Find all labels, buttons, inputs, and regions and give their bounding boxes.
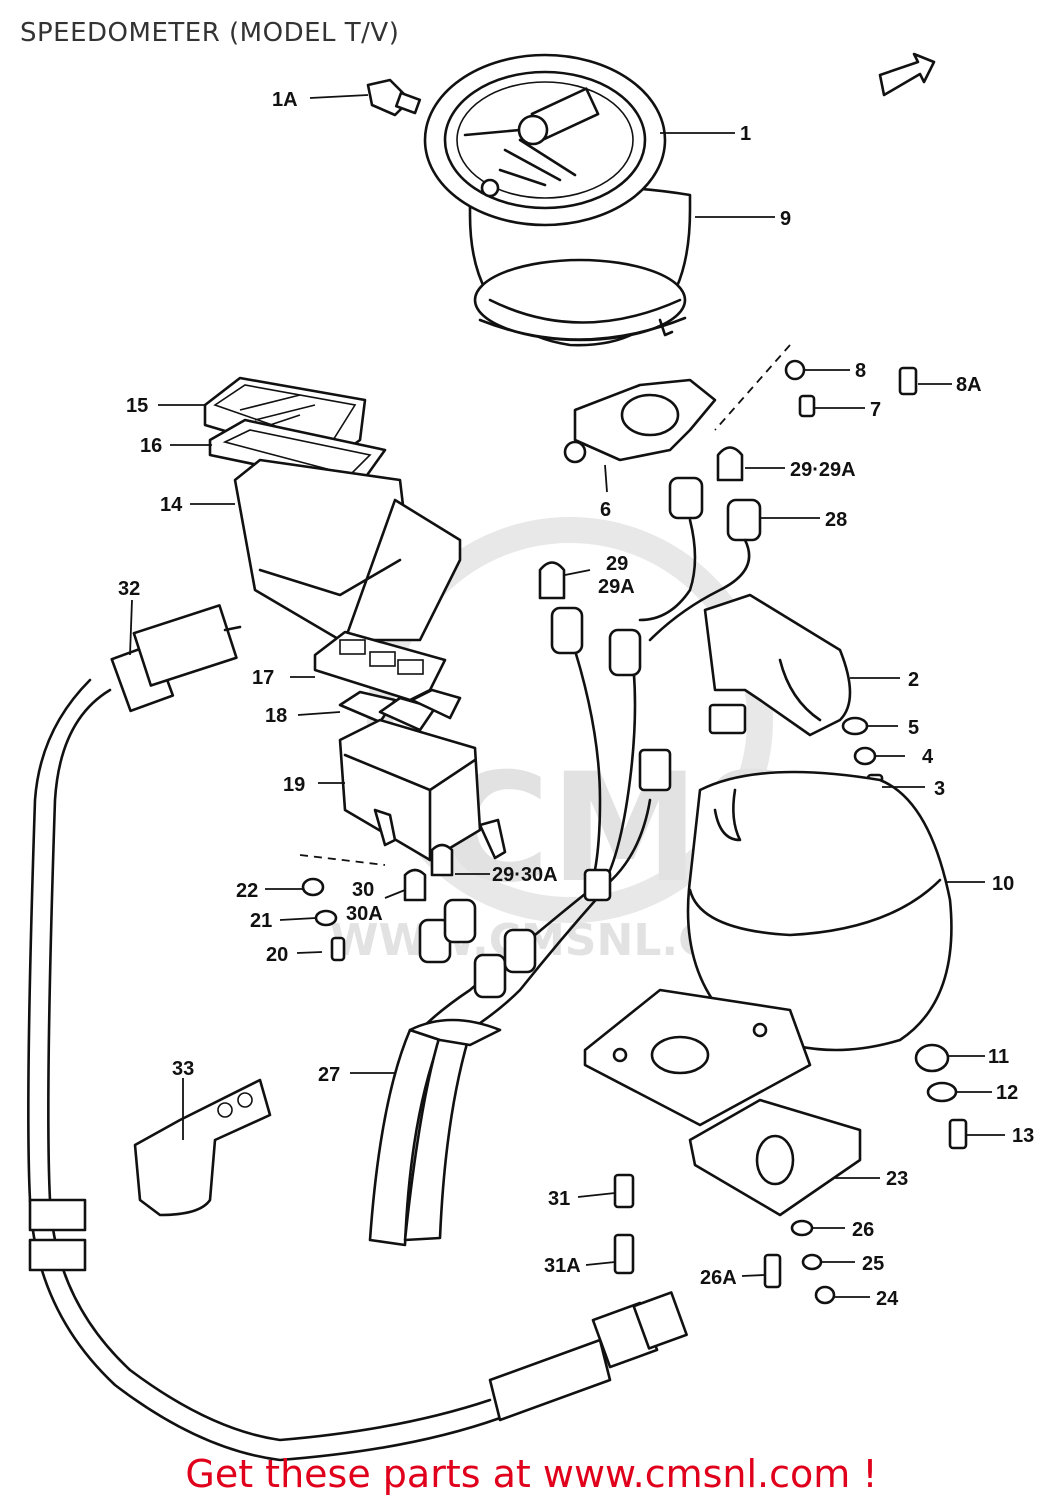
nut-8[interactable] (784, 359, 806, 381)
callout-6: 6 (600, 499, 611, 521)
callout-27: 27 (318, 1064, 340, 1086)
washer-26[interactable] (790, 1219, 814, 1237)
callout-26: 26 (852, 1219, 874, 1241)
callout-25: 25 (862, 1253, 884, 1275)
footer-link[interactable]: Get these parts at www.cmsnl.com ! (185, 1452, 878, 1496)
plate-17[interactable] (313, 630, 447, 702)
bulb-socket-1a[interactable] (366, 78, 422, 117)
screw-8a[interactable] (898, 366, 918, 396)
callout-22: 22 (236, 880, 258, 902)
callout-3: 3 (934, 778, 945, 800)
front-arrow-icon (878, 52, 936, 97)
socket-housing-19[interactable] (338, 718, 507, 862)
callout-14: 14 (160, 494, 183, 516)
bulb-29-29a-mid[interactable] (538, 561, 566, 600)
callout-labels: 1A 1 9 8 8A 7 15 16 14 6 29·29A 28 29 29… (118, 89, 1034, 1310)
callout-20: 20 (266, 944, 288, 966)
callout-8: 8 (855, 360, 866, 382)
callout-21: 21 (250, 910, 272, 932)
callout-29: 29 (606, 553, 628, 575)
callout-9: 9 (780, 208, 791, 230)
wiring-harness[interactable] (403, 518, 751, 1032)
wire-sleeve-27[interactable] (368, 1018, 502, 1247)
callout-10: 10 (992, 873, 1014, 895)
callout-7: 7 (870, 399, 881, 421)
callout-30a: 30A (346, 903, 383, 925)
screw-7[interactable] (798, 394, 816, 418)
callout-16: 16 (140, 435, 162, 457)
washer-12[interactable] (926, 1081, 958, 1103)
callout-15: 15 (126, 395, 148, 417)
callout-1: 1 (740, 123, 751, 145)
callout-17: 17 (252, 667, 274, 689)
meter-case-2[interactable] (703, 593, 852, 737)
speedometer-assembly[interactable] (423, 53, 692, 347)
callout-23: 23 (886, 1168, 908, 1190)
callout-2: 2 (908, 669, 919, 691)
nut-24[interactable] (814, 1285, 836, 1305)
socket-28[interactable] (668, 476, 762, 542)
cable-clamp-33[interactable] (133, 1078, 272, 1217)
callout-31: 31 (548, 1188, 570, 1210)
callout-26a: 26A (700, 1267, 737, 1289)
callout-29-29a-top: 29·29A (790, 459, 856, 481)
mount-bracket-23[interactable] (583, 988, 862, 1217)
callout-31a: 31A (544, 1255, 581, 1277)
bolt-31a[interactable] (613, 1233, 635, 1275)
diagram-title: SPEEDOMETER (MODEL T/V) (20, 18, 400, 48)
callout-13: 13 (1012, 1125, 1034, 1147)
bulb-29-29a-top[interactable] (716, 446, 744, 482)
callout-24: 24 (876, 1288, 899, 1310)
callout-18: 18 (265, 705, 287, 727)
bolt-26a[interactable] (763, 1253, 782, 1289)
callout-29-30a: 29·30A (492, 864, 558, 886)
callout-28: 28 (825, 509, 847, 531)
callout-30: 30 (352, 879, 374, 901)
callout-4: 4 (922, 746, 934, 768)
callout-32: 32 (118, 578, 140, 600)
bolt-31[interactable] (613, 1173, 635, 1209)
callout-1a: 1A (272, 89, 298, 111)
cap-nut-11[interactable] (914, 1043, 950, 1073)
indicator-housing-14[interactable] (233, 458, 462, 642)
callout-33: 33 (172, 1058, 194, 1080)
washer-21[interactable] (314, 909, 338, 927)
lens-set-18[interactable] (338, 688, 462, 732)
nut-22[interactable] (301, 877, 325, 897)
speedometer-cable-32[interactable] (27, 604, 688, 1462)
callout-29a: 29A (598, 576, 635, 598)
callout-19: 19 (283, 774, 305, 796)
callout-11: 11 (988, 1046, 1009, 1068)
leader-lines (129, 94, 1005, 1298)
screw-20[interactable] (330, 936, 346, 962)
bracket-6[interactable] (563, 378, 717, 464)
callout-8a: 8A (956, 374, 982, 396)
nut-4[interactable] (853, 746, 877, 766)
callout-5: 5 (908, 717, 919, 739)
washer-25[interactable] (801, 1253, 823, 1271)
callout-12: 12 (996, 1082, 1018, 1104)
washer-5[interactable] (841, 716, 869, 736)
bolt-13[interactable] (948, 1118, 968, 1150)
